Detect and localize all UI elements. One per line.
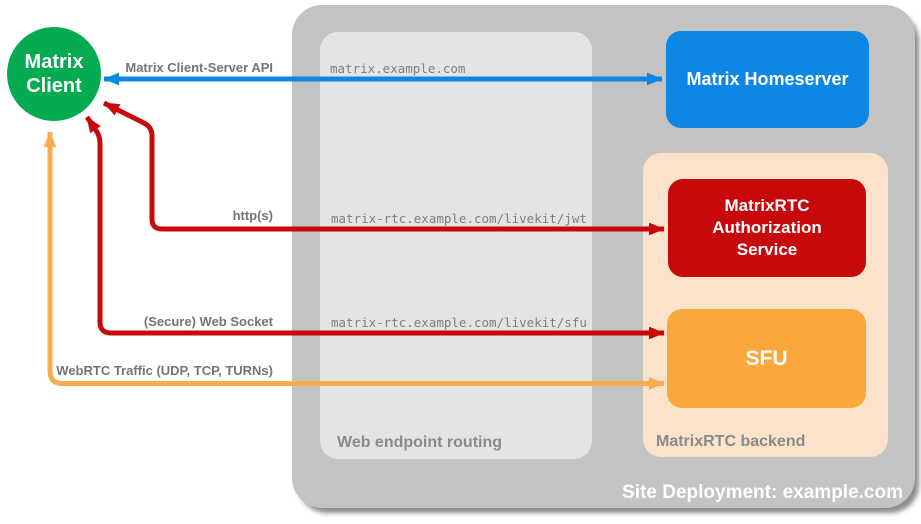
matrixrtc-auth-service-node: MatrixRTC Authorization Service (668, 179, 866, 277)
cs-api-arrow-label: Matrix Client-Server API (125, 60, 273, 75)
client-label-line1: Matrix (24, 51, 84, 73)
matrix-homeserver-node: Matrix Homeserver (666, 31, 869, 128)
routing-panel-title: Web endpoint routing (337, 434, 503, 451)
endpoint-homeserver-url: matrix.example.com (330, 61, 466, 76)
site-deployment-container: Web endpoint routing MatrixRTC Authoriza… (292, 5, 915, 508)
sfu-node: SFU (667, 309, 866, 408)
http-arrow-label: http(s) (232, 208, 273, 223)
sfu-label: SFU (745, 346, 788, 370)
web-endpoint-routing-panel: Web endpoint routing (320, 32, 592, 459)
auth-service-label-line2: Authorization (712, 217, 822, 237)
deployment-title: Site Deployment: example.com (622, 482, 903, 503)
webrtc-arrow-label: WebRTC Traffic (UDP, TCP, TURNs) (56, 363, 273, 378)
backend-panel-title: MatrixRTC backend (656, 433, 806, 450)
websocket-arrow-label: (Secure) Web Socket (143, 314, 273, 329)
endpoint-livekit-jwt-url: matrix-rtc.example.com/livekit/jwt (331, 211, 587, 226)
matrix-client-node: Matrix Client (7, 27, 101, 121)
client-label-line2: Client (26, 75, 82, 97)
matrixrtc-backend-panel: MatrixRTC Authorization Service SFU Matr… (643, 153, 888, 457)
endpoint-livekit-sfu-url: matrix-rtc.example.com/livekit/sfu (331, 315, 587, 330)
auth-service-label-line1: MatrixRTC (724, 195, 810, 215)
auth-service-label-line3: Service (736, 240, 798, 260)
homeserver-label: Matrix Homeserver (686, 69, 849, 89)
